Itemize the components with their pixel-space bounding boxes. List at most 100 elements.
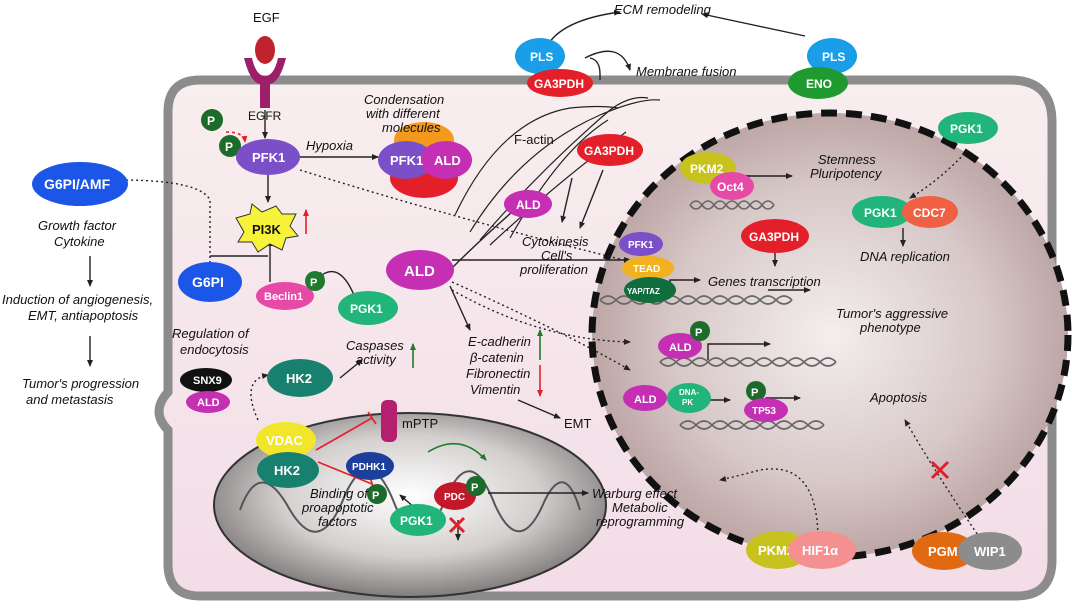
svg-text:P: P [207,114,215,128]
svg-text:HK2: HK2 [286,371,312,386]
pfk1-tead-yap: PFK1 TEAD YAP/TAZ [619,232,676,303]
beclin1: Beclin1 P [256,271,325,310]
svg-text:Beclin1: Beclin1 [264,291,303,303]
warburg-label-2: Metabolic [612,500,668,515]
mptp-label: mPTP [402,416,438,431]
pdc: PDC P [434,476,486,510]
binding-label-3: factors [318,514,358,529]
svg-text:ALD: ALD [434,153,461,168]
caspases-label-1: Caspases [346,338,404,353]
pfk1-main: PFK1 [236,139,300,175]
emt-markers-1: E-cadherin [468,334,531,349]
caspases-label-2: activity [356,352,397,367]
cytokinesis-label-3: proliferation [519,262,588,277]
svg-text:GA3PDH: GA3PDH [749,230,799,244]
annotations: ECM remodeling Membrane fusion Hypoxia C… [2,2,950,529]
svg-text:ALD: ALD [669,342,692,354]
svg-text:PGK1: PGK1 [950,122,983,136]
svg-text:PDHK1: PDHK1 [352,462,386,473]
svg-text:PGK1: PGK1 [400,514,433,528]
svg-text:GA3PDH: GA3PDH [584,144,634,158]
svg-text:PK: PK [682,398,693,407]
condensation-label-1: Condensation [364,92,444,107]
emt-markers-2: β-catenin [469,350,524,365]
stemness-label-1: Stemness [818,152,876,167]
svg-text:YAP/TAZ: YAP/TAZ [627,287,660,296]
ecm-remodeling-label: ECM remodeling [614,2,712,17]
svg-text:DNA-: DNA- [679,388,699,397]
svg-text:P: P [751,387,758,399]
svg-text:TEAD: TEAD [633,264,660,275]
svg-text:PKM2: PKM2 [690,162,724,176]
pkm2-hif1a: PKM2 HIF1α [746,531,856,569]
warburg-label-3: reprogramming [596,514,685,529]
svg-text:PGK1: PGK1 [864,206,897,220]
phospho-egfr: P P [201,109,241,157]
aggressive-label-2: phenotype [859,320,921,335]
pls-ga3pdh-complex: PLS GA3PDH [515,38,593,97]
svg-text:ALD: ALD [404,263,435,280]
dotted-arrows [119,149,981,541]
svg-text:P: P [695,327,702,339]
svg-text:P: P [372,490,379,502]
progression-label-1: Tumor's progression [22,376,139,391]
pkm2-oct4: PKM2 Oct4 [680,152,754,200]
binding-label-1: Binding of [310,486,369,501]
aggressive-label-1: Tumor's aggressive [836,306,948,321]
binding-label-2: proapoptotic [301,500,374,515]
svg-text:ALD: ALD [516,198,541,212]
svg-text:ALD: ALD [197,397,220,409]
pgk1-nucleus-top: PGK1 [938,112,998,144]
svg-text:HIF1α: HIF1α [802,543,838,558]
pgk1-mito: PGK1 [390,504,446,536]
g6pi: G6PI [178,262,242,302]
endocytosis-label-1: Regulation of [172,326,250,341]
svg-text:P: P [225,140,233,154]
egf-label: EGF [253,10,280,25]
dna-replication-label: DNA replication [860,249,950,264]
ald-main: ALD [386,250,454,290]
growth-factor-label-1: Growth factor [38,218,117,233]
svg-text:PKM2: PKM2 [758,543,794,558]
hypoxia-label: Hypoxia [306,138,353,153]
apoptosis-label: Apoptosis [869,390,928,405]
svg-text:HK2: HK2 [274,463,300,478]
condensation-label-3: molecules [382,120,441,135]
svg-text:PGM: PGM [928,544,958,559]
snx9-ald: SNX9 ALD [180,368,232,413]
svg-text:PLS: PLS [822,50,845,64]
pls-eno-complex: PLS ENO [788,38,857,99]
progression-label-2: and metastasis [26,392,114,407]
svg-text:TP53: TP53 [752,406,776,417]
condensation-label-2: with different [366,106,441,121]
emt-markers-4: Vimentin [470,382,520,397]
cytokinesis-label-1: Cytokinesis [522,234,589,249]
emt-label: EMT [564,416,592,431]
warburg-label-1: Warburg effect [592,486,678,501]
svg-text:PGK1: PGK1 [350,302,383,316]
endocytosis-label-2: endocytosis [180,342,249,357]
svg-text:G6PI/AMF: G6PI/AMF [44,176,111,192]
angiogenesis-label-1: Induction of angiogenesis, [2,292,153,307]
genes-transcription-label: Genes transcription [708,274,821,289]
svg-text:VDAC: VDAC [266,433,303,448]
inhibitions [225,131,543,491]
pdhk1: PDHK1 P [346,452,394,504]
svg-text:G6PI: G6PI [192,274,224,290]
svg-text:Oct4: Oct4 [717,180,744,194]
svg-text:PFK1: PFK1 [628,240,654,251]
mptp-channel [381,400,397,442]
growth-factor-label-2: Cytokine [54,234,105,249]
svg-text:PFK1: PFK1 [252,150,285,165]
stemness-label-2: Pluripotency [810,166,883,181]
cytokinesis-label-2: Cell's [541,248,573,263]
pi3k-star: PI3K [235,203,299,253]
vdac-hk2: VDAC HK2 [256,422,319,488]
svg-text:P: P [310,277,317,289]
svg-text:P: P [471,482,478,494]
svg-text:PDC: PDC [444,492,465,503]
red-x-marks [448,460,950,534]
svg-text:ALD: ALD [634,394,657,406]
